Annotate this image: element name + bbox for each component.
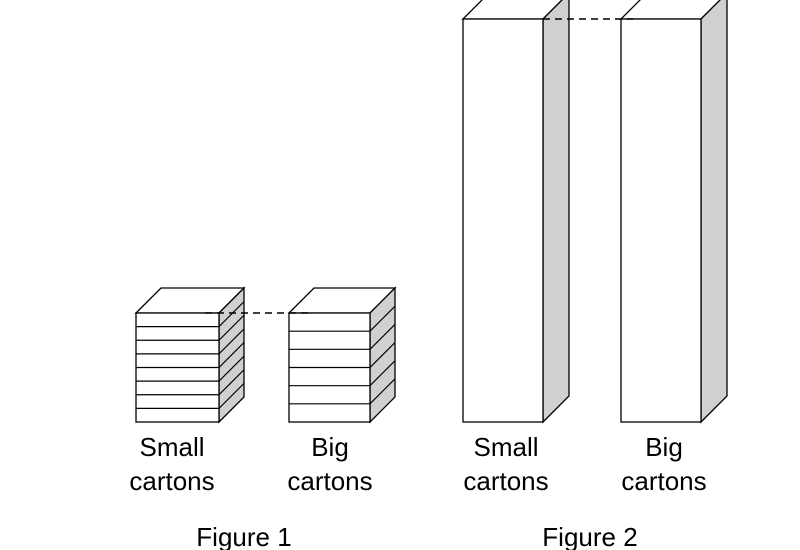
fig2-small-cartons-column: [461, 0, 570, 424]
figure2-caption: Figure 2: [542, 522, 637, 550]
fig1-big-label-line1: Big: [311, 432, 349, 462]
fig1-big-carton-side-divider: [369, 323, 396, 350]
fig1-small-carton-side-divider: [218, 328, 245, 355]
fig1-small-carton-side-divider: [218, 314, 245, 341]
fig2-big-front-face: [620, 18, 702, 423]
fig1-big-cartons-stack: [287, 286, 397, 424]
fig1-big-carton-side-divider: [369, 378, 396, 405]
fig1-big-label-line2: cartons: [287, 466, 372, 496]
fig1-small-label-line1: Small: [139, 432, 204, 462]
fig1-small-label-line2: cartons: [129, 466, 214, 496]
fig1-small-cartons-stack: [134, 286, 246, 424]
fig2-small-label-line2: cartons: [463, 466, 548, 496]
fig2-big-label-line2: cartons: [621, 466, 706, 496]
fig1-small-carton-side-divider: [218, 342, 245, 368]
fig2-big-cartons-column: [619, 0, 728, 424]
fig2-small-front-face: [462, 18, 544, 423]
figure1-caption: Figure 1: [196, 522, 291, 550]
fig2-small-side-face: [542, 0, 570, 424]
fig1-big-carton-side-divider: [369, 360, 396, 387]
fig1-big-carton-dividers: [289, 305, 396, 405]
fig1-small-carton-side-divider: [218, 382, 245, 409]
fig2-big-label-line1: Big: [645, 432, 683, 462]
fig1-small-carton-dividers: [136, 301, 245, 409]
fig1-small-carton-side-divider: [218, 301, 245, 328]
fig1-big-carton-side-divider: [369, 342, 396, 368]
fig2-big-side-face: [700, 0, 728, 424]
fig1-small-carton-side-divider: [218, 355, 245, 382]
fig1-small-carton-side-divider: [218, 369, 245, 396]
fig2-small-label-line1: Small: [473, 432, 538, 462]
fig1-big-carton-side-divider: [369, 305, 396, 332]
